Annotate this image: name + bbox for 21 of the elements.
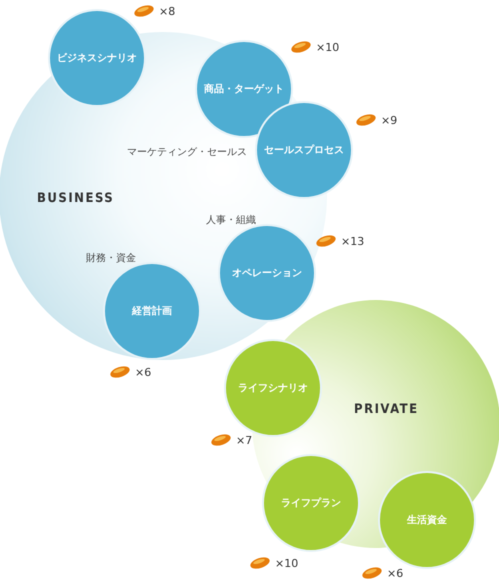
area-label: 人事・組織: [206, 214, 256, 227]
area-label: マーケティング・セールス: [127, 146, 247, 159]
count-label: ×6: [135, 366, 152, 378]
category-label: 商品・ターゲット: [204, 82, 284, 96]
count-label: ×10: [316, 40, 340, 54]
count-label: ×7: [236, 434, 252, 446]
category-label: ライフシナリオ: [238, 382, 308, 395]
category-label: 生活資金: [407, 514, 447, 527]
group-heading: BUSINESS: [37, 191, 114, 206]
count-label: ×8: [159, 4, 176, 18]
count-label: ×9: [381, 114, 398, 126]
count-label: ×13: [341, 234, 364, 248]
category-label: ライフプラン: [281, 496, 341, 510]
count-label: ×10: [275, 556, 298, 570]
category-label: セールスプロセス: [264, 143, 344, 157]
group-heading: PRIVATE: [354, 402, 419, 417]
category-label: ビジネスシナリオ: [57, 52, 137, 65]
area-label: 財務・資金: [86, 252, 136, 265]
category-label: オペレーション: [232, 267, 302, 280]
category-label: 経営計画: [132, 304, 172, 318]
count-label: ×6: [387, 566, 404, 580]
